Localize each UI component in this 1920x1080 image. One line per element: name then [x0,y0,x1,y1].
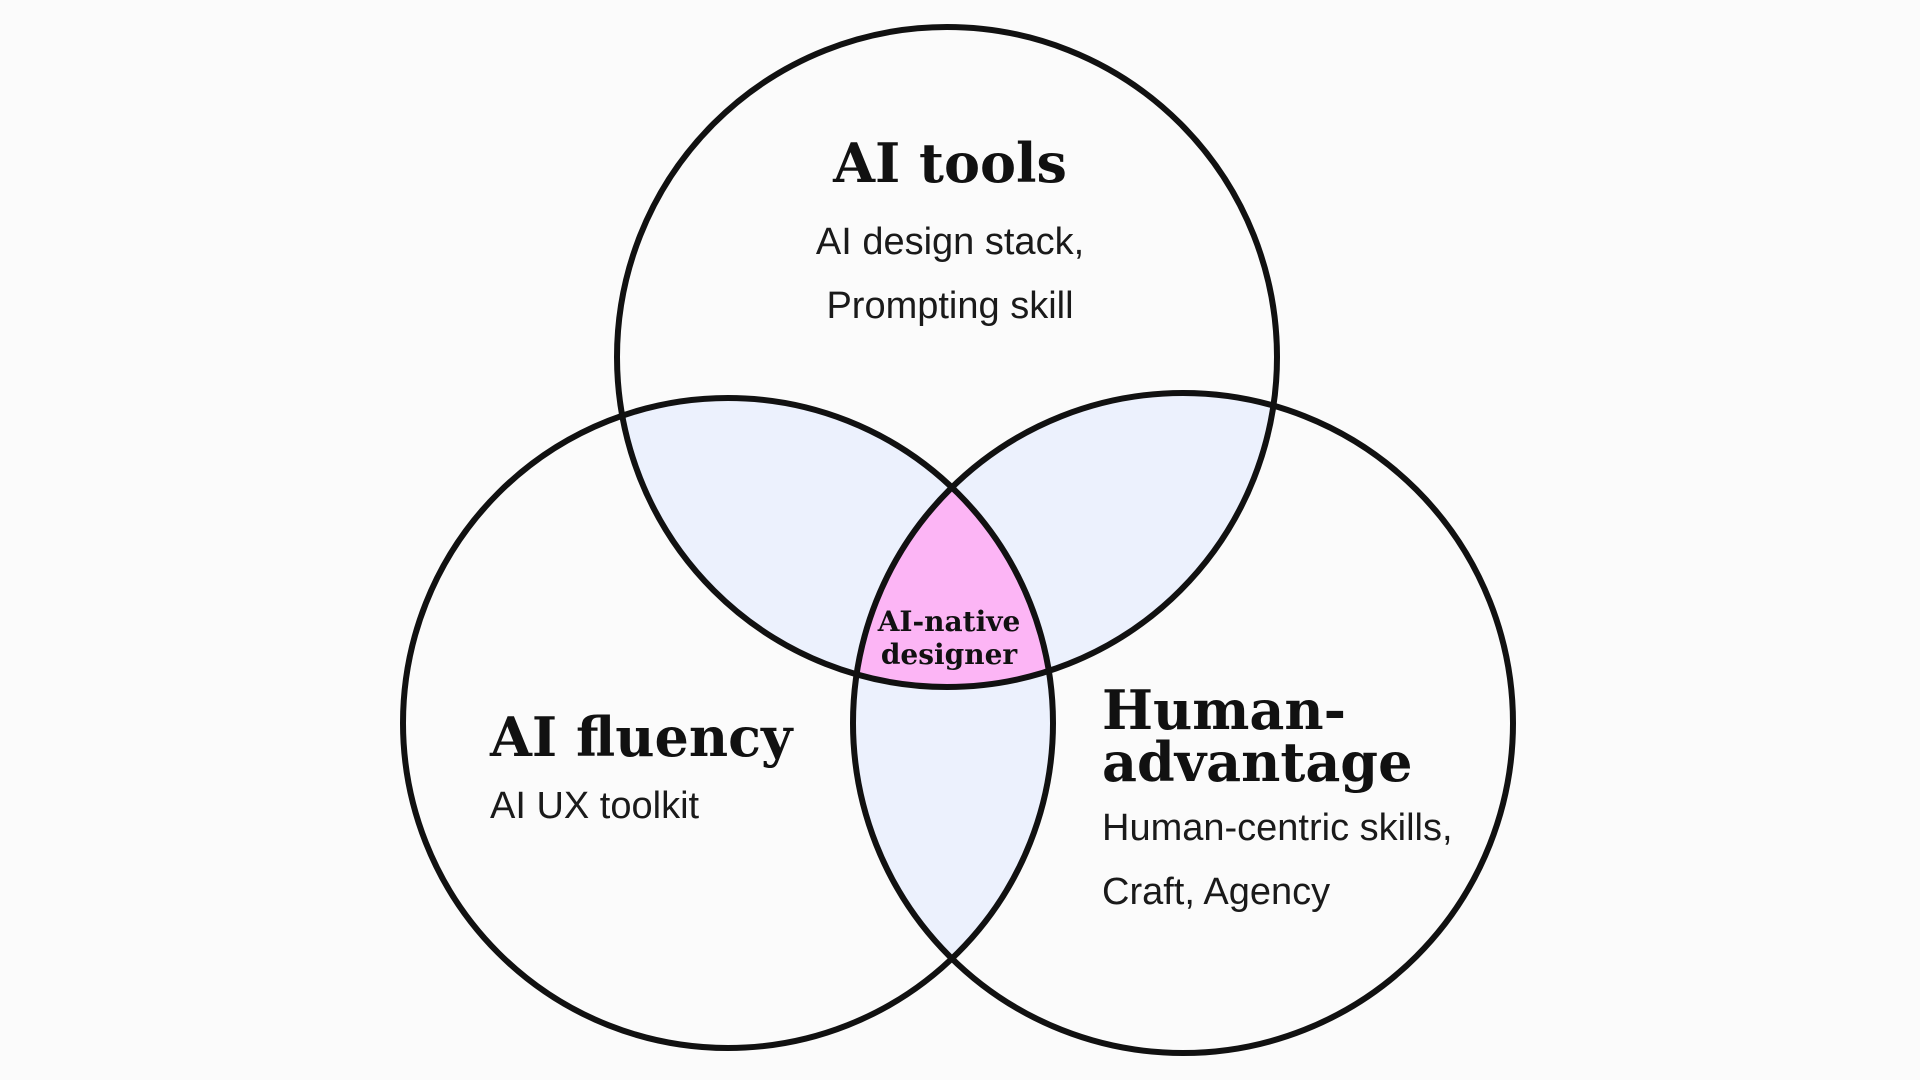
set-label-ai-tools: AI tools AI design stack, Prompting skil… [650,136,1250,338]
overlap-tools-fluency [617,398,1053,687]
set-desc-line: AI design stack, [815,221,1085,263]
set-title-ai-tools: AI tools [833,131,1067,195]
circle-ai-fluency [400,395,1056,1051]
set-desc-line: Prompting skill [826,285,1074,327]
set-title-line: Human- [1102,678,1347,742]
set-label-human-advantage: Human- advantage Human-centric skills, C… [1102,678,1453,924]
set-desc-line: Human-centric skills, [1102,807,1453,849]
set-title-ai-fluency: AI fluency [490,705,793,769]
set-label-ai-fluency: AI fluency AI UX toolkit [490,710,792,838]
circle-human-advantage [850,390,1516,1056]
set-title-human-advantage: Human- advantage [1102,678,1453,794]
set-title-line: advantage [1102,730,1413,794]
intersection-line: designer [880,638,1018,671]
intersection-label: AI-native designer [824,605,1074,671]
overlap-tools-human [853,393,1277,687]
set-desc-line: AI UX toolkit [490,785,700,827]
set-desc-line: Craft, Agency [1102,871,1331,913]
circle-ai-tools [614,24,1280,690]
intersection-line: AI-native [877,605,1021,638]
